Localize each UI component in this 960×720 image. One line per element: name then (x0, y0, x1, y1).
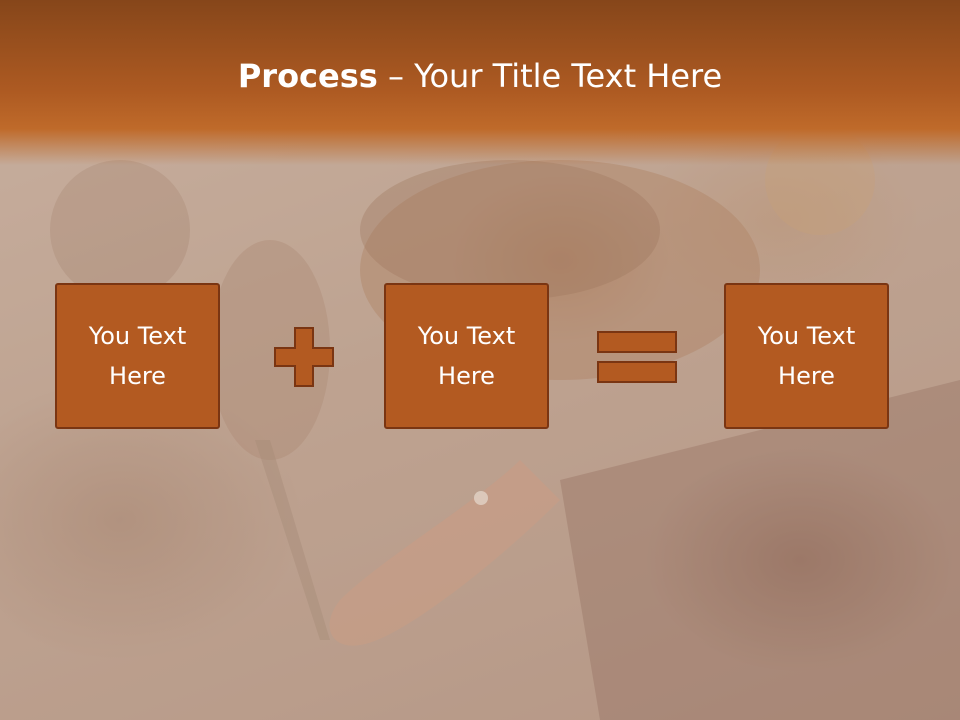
title-bold: Process (237, 57, 378, 95)
slide-title[interactable]: Process – Your Title Text Here (0, 54, 960, 98)
text-box-1-line1: You Text (88, 322, 187, 350)
text-box-3-line2: Here (778, 362, 835, 390)
text-box-1[interactable]: You Text Here (55, 283, 220, 429)
text-box-3-line1: You Text (757, 322, 856, 350)
equals-icon (597, 331, 677, 385)
text-box-2-line1: You Text (417, 322, 516, 350)
title-band (0, 0, 960, 165)
text-box-2[interactable]: You Text Here (384, 283, 549, 429)
text-box-1-line2: Here (109, 362, 166, 390)
title-rest: – Your Title Text Here (377, 57, 723, 95)
plus-icon (274, 327, 334, 387)
text-box-3[interactable]: You Text Here (724, 283, 889, 429)
text-box-2-line2: Here (438, 362, 495, 390)
